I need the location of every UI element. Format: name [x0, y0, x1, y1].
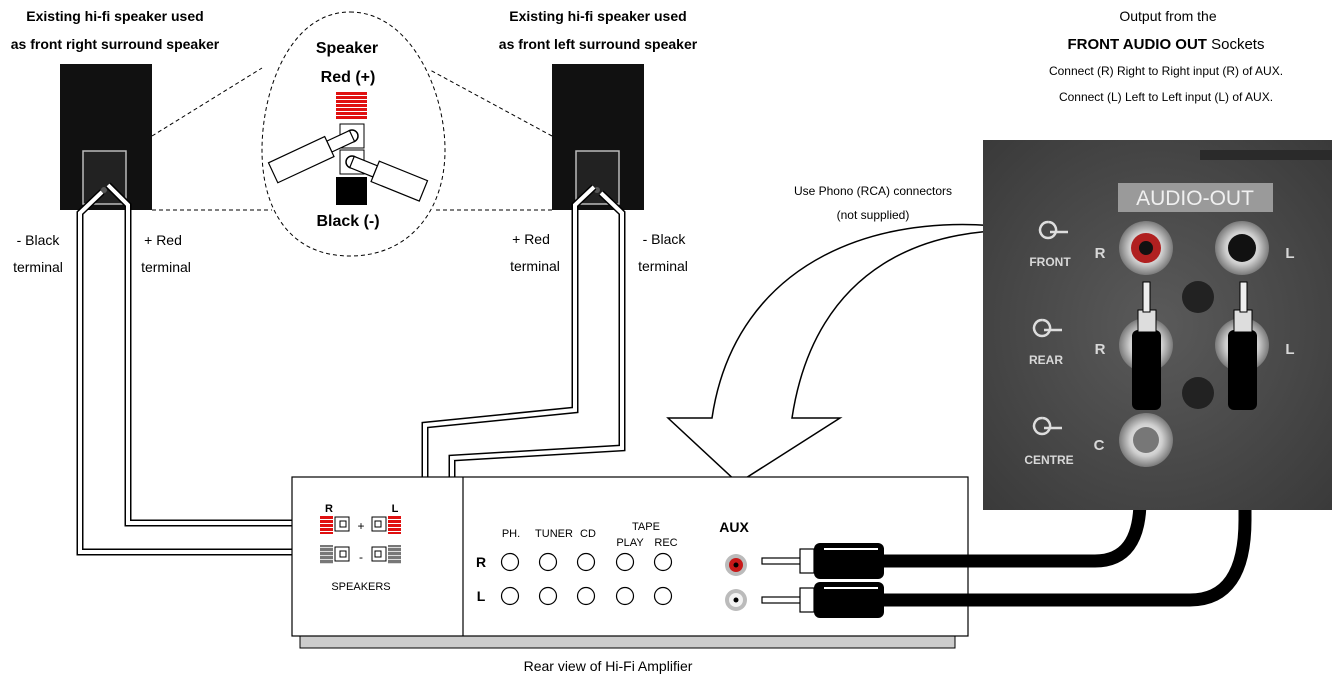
- speaker-left-red-label-1: + Red: [512, 231, 550, 247]
- speaker-left-black-label-1: - Black: [643, 231, 687, 247]
- amp-caption: Rear view of Hi-Fi Amplifier: [524, 658, 693, 674]
- input-label-aux: AUX: [719, 519, 749, 535]
- panel-centre-c: C: [1094, 437, 1105, 454]
- panel-rear-r: R: [1095, 341, 1106, 358]
- speaker-right-red-label-2: terminal: [141, 259, 191, 275]
- panel-rear: REAR: [1029, 353, 1063, 367]
- speaker-left-red-label-2: terminal: [510, 258, 560, 274]
- input-label-cd: CD: [580, 528, 596, 540]
- speaker-right-caption-1: Existing hi-fi speaker used: [26, 8, 203, 24]
- amp-speakers-label: SPEAKERS: [331, 581, 390, 593]
- input-label-ph: PH.: [502, 528, 520, 540]
- input-label-rec: REC: [654, 537, 677, 549]
- output-line-2-rest: Sockets: [1207, 36, 1265, 53]
- row-label-r: R: [476, 554, 486, 570]
- speaker-right-black-label-1: - Black: [17, 232, 61, 248]
- input-label-play: PLAY: [616, 537, 644, 549]
- speaker-front-right: [60, 64, 152, 210]
- input-label-tape: TAPE: [632, 521, 660, 533]
- speaker-left-black-label-2: terminal: [638, 258, 688, 274]
- panel-front-l: L: [1285, 245, 1294, 262]
- amplifier-base: [300, 636, 955, 648]
- panel-centre: CENTRE: [1024, 453, 1073, 467]
- speaker-right-caption-2: as front right surround speaker: [11, 36, 220, 52]
- panel-front: FRONT: [1029, 255, 1071, 269]
- amp-speaker-l: L: [392, 503, 399, 515]
- speaker-left-caption-1: Existing hi-fi speaker used: [509, 8, 686, 24]
- speaker-right-black-label-2: terminal: [13, 259, 63, 275]
- amp-plus: +: [357, 519, 364, 533]
- panel-front-r: R: [1095, 245, 1106, 262]
- speaker-left-caption-2: as front left surround speaker: [499, 36, 698, 52]
- panel-title: AUDIO-OUT: [1136, 187, 1254, 210]
- detail-black-label: Black (-): [316, 213, 379, 230]
- detail-red-label: Red (+): [321, 69, 376, 86]
- input-label-tuner: TUNER: [535, 528, 573, 540]
- output-line-2: FRONT AUDIO OUT Sockets: [1068, 36, 1265, 53]
- output-line-2-bold: FRONT AUDIO OUT: [1068, 36, 1207, 53]
- output-line-3: Connect (R) Right to Right input (R) of …: [1049, 64, 1283, 78]
- red-terminal-swatch: [336, 92, 367, 120]
- amp-minus: -: [359, 550, 363, 564]
- row-label-l: L: [477, 588, 486, 604]
- output-line-4: Connect (L) Left to Left input (L) of AU…: [1059, 90, 1273, 104]
- speaker-right-red-label-1: + Red: [144, 232, 182, 248]
- detail-title: Speaker: [316, 40, 378, 57]
- output-line-1: Output from the: [1119, 8, 1216, 24]
- speaker-front-left: [552, 64, 644, 210]
- black-terminal-swatch: [336, 177, 367, 205]
- phono-note-2: (not supplied): [837, 208, 910, 222]
- amp-speaker-r: R: [325, 503, 333, 515]
- panel-rear-l: L: [1285, 341, 1294, 358]
- phono-note-1: Use Phono (RCA) connectors: [794, 184, 952, 198]
